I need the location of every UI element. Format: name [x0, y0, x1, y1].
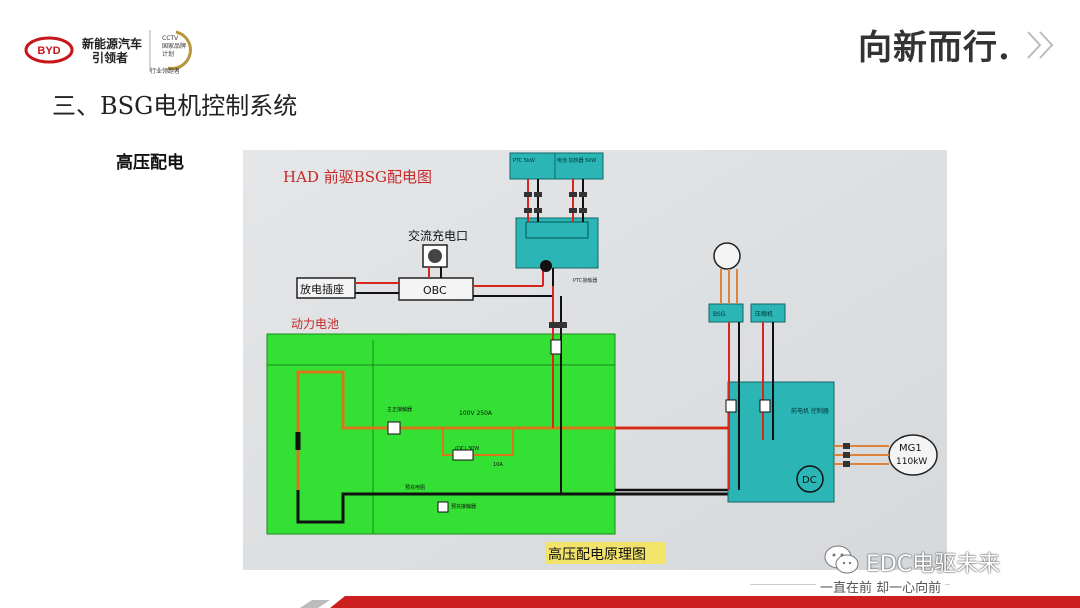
fuse-rating3-label: 10A — [493, 462, 503, 468]
ptc-box-label: PTC 5kW — [513, 158, 535, 164]
byd-logo: BYD — [24, 36, 74, 64]
compressor-fuse — [759, 399, 771, 413]
brand-slogan-line2: 引领者 — [92, 51, 129, 65]
fuse-branch — [387, 421, 514, 513]
top-wires — [527, 179, 584, 222]
byd-logo-text: BYD — [37, 45, 60, 57]
obc-box — [398, 277, 474, 301]
compressor-box-label: 压缩机 — [755, 310, 773, 318]
award-line3: 计划 — [162, 50, 174, 58]
precharge-resistor-label: 预充电阻 — [405, 484, 425, 491]
caption-highlight — [545, 542, 665, 564]
trunk-connector-2 — [557, 322, 567, 328]
footer-tagline: 一直在前 却一心向前 — [816, 577, 946, 596]
brand-slogan: 新能源汽车 引领者 — [82, 37, 142, 65]
award-caption: 行业领跑者 — [150, 68, 181, 75]
battery-label: 动力电池 — [291, 317, 339, 331]
ptc-box — [509, 152, 559, 180]
discharge-socket-label: 放电插座 — [300, 282, 344, 296]
pdu-fuse — [540, 260, 552, 272]
compressor-box — [750, 303, 786, 323]
pdu-box — [515, 217, 599, 269]
obc-wires — [355, 267, 554, 297]
main-contactor-label: 主正接触器 — [387, 406, 412, 413]
dc-converter-circle — [796, 465, 824, 493]
battery-pack — [266, 333, 616, 535]
brand-slogan-line1: 新能源汽车 — [82, 37, 143, 51]
mg1-power-label: 110kW — [896, 457, 927, 467]
main-hv-wires — [615, 426, 738, 492]
ac-charge-port-plug — [428, 249, 442, 263]
award-line2: 国家品牌 — [162, 42, 186, 50]
bsg-motor-circle — [713, 242, 741, 270]
mg1-label: MG1 — [899, 443, 922, 454]
battery-heater-label: 电池 加热器 5kW — [557, 157, 596, 164]
bsg-box — [708, 303, 744, 323]
mg1-connectors — [843, 443, 850, 467]
battery-internal-wires — [295, 370, 738, 524]
battery-heater-box — [554, 152, 604, 180]
discharge-socket-box — [296, 277, 356, 299]
sub-title: 高压配电 — [116, 153, 184, 173]
diagram-caption: 高压配电原理图 — [548, 546, 646, 563]
precharge-contactor-label: 预充接触器 — [451, 503, 476, 510]
trunk-connector-1 — [549, 322, 559, 328]
bsg-fuse — [725, 399, 737, 413]
diagram-title: HAD 前驱BSG配电图 — [283, 168, 432, 186]
trunk-wires — [552, 286, 562, 494]
slogan: 向新而行. — [858, 28, 1011, 68]
top-connectors — [524, 192, 587, 213]
award-line1: CCTV — [162, 35, 179, 42]
dc-label: DC — [802, 475, 817, 486]
bsg-box-label: BSG — [713, 311, 726, 318]
mg1-motor — [888, 434, 938, 476]
ptc-contactor-label: PTC接触器 — [573, 277, 597, 284]
cctv-award-emblem: CCTV 国家品牌 计划 — [149, 30, 192, 72]
footer-bar — [300, 596, 1080, 608]
motor-controller-label: 前电机 控制器 — [791, 407, 829, 415]
ac-charge-port-label: 交流充电口 — [408, 228, 468, 243]
pdu-inner-box — [525, 221, 589, 239]
obc-label: OBC — [423, 284, 447, 297]
wechat-icon — [824, 545, 859, 574]
chevron-right-icon — [1027, 31, 1054, 59]
watermark-text: EDC电驱未来 — [866, 552, 1001, 577]
section-title: 三、BSG电机控制系统 — [52, 92, 298, 120]
hv-distribution-diagram: HAD 前驱BSG配电图 PTC 5kW 电池 加热器 5kW PTC接触器 交… — [243, 150, 947, 570]
fuse-rating2-label: (DC) 30W — [455, 446, 479, 452]
fuse-rating-label: 100V 250A — [459, 410, 493, 417]
trunk-fuse — [550, 339, 562, 355]
